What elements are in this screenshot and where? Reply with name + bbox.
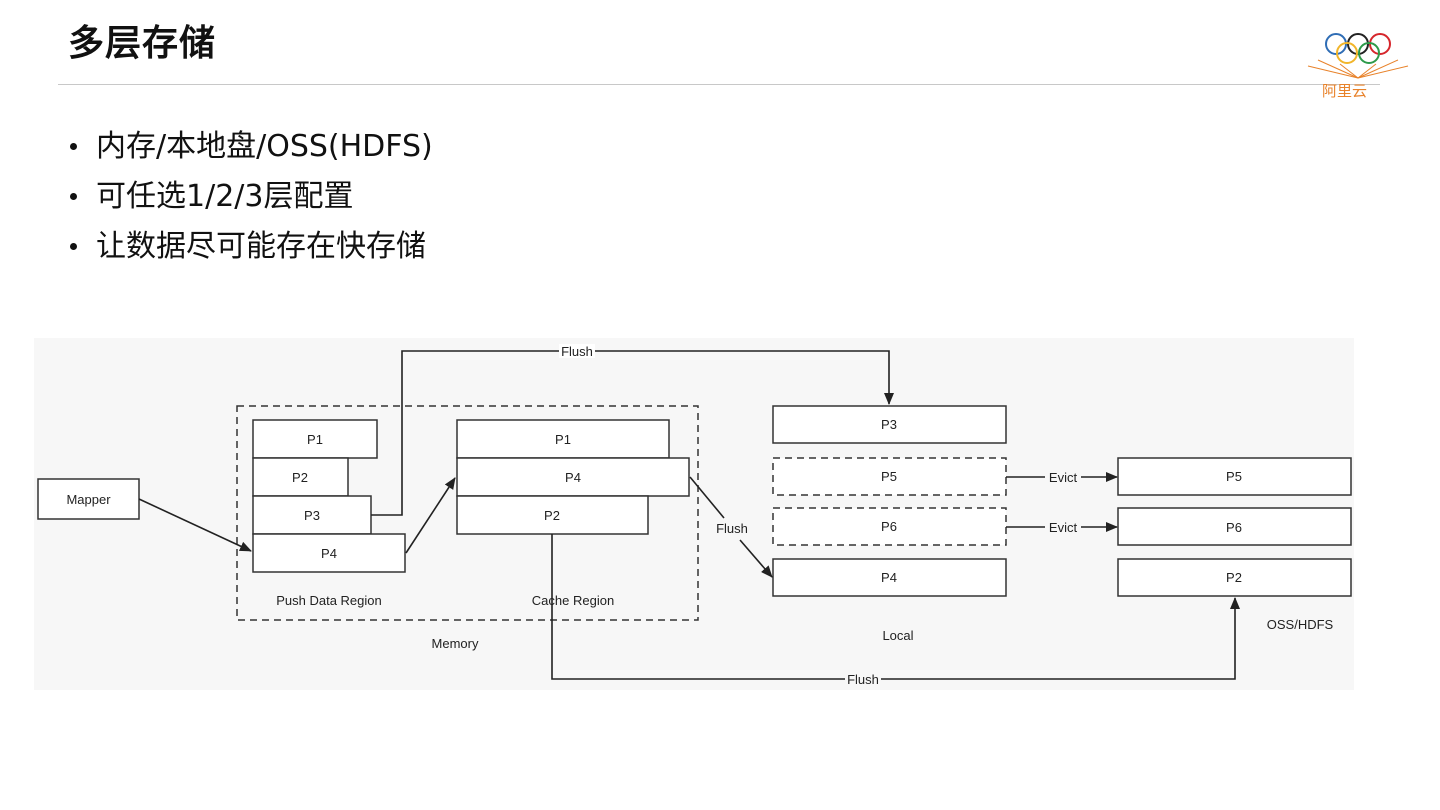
flush-mid-label: Flush — [716, 521, 748, 536]
olympic-rings-icon — [1325, 33, 1391, 64]
oss-label: OSS/HDFS — [1267, 617, 1334, 632]
cache-partition-p1 — [456, 419, 670, 459]
flush-top-label: Flush — [561, 344, 593, 359]
push-region-label: Push Data Region — [276, 593, 382, 608]
alibaba-cloud-logo: 阿里云 — [1307, 33, 1409, 100]
flush-mid-line-b — [739, 539, 773, 578]
local-partition-p5 — [772, 457, 1007, 496]
flush-top-line — [371, 350, 894, 516]
mapper-box — [37, 478, 140, 520]
local-partition-p4-label: P4 — [881, 570, 897, 585]
evict-p6-label: Evict — [1049, 520, 1078, 535]
mapper-label: Mapper — [66, 492, 111, 507]
oss-partition-p6 — [1117, 507, 1352, 546]
local-partition-p6 — [772, 507, 1007, 546]
cache-partition-p2 — [456, 495, 649, 535]
mapper-to-push-arrow — [138, 498, 252, 552]
title-divider — [58, 84, 1380, 85]
oss-partition-p6-label: P6 — [1226, 520, 1242, 535]
local-partition-p5-label: P5 — [881, 469, 897, 484]
memory-label: Memory — [432, 636, 479, 651]
push-partition-p1 — [252, 419, 378, 459]
local-partition-p3 — [772, 405, 1007, 444]
cache-partition-p4-label: P4 — [565, 470, 581, 485]
cache-partition-p4 — [456, 457, 690, 497]
sunburst-icon — [1307, 59, 1409, 79]
push-partition-p2-label: P2 — [292, 470, 308, 485]
bullet-item: 让数据尽可能存在快存储 — [68, 222, 433, 272]
push-partition-p4-label: P4 — [321, 546, 337, 561]
local-partition-p4 — [772, 558, 1007, 597]
push-partition-p3 — [252, 495, 372, 535]
cache-partition-p1-label: P1 — [555, 432, 571, 447]
oss-partition-p5-label: P5 — [1226, 469, 1242, 484]
flush-bottom-label-bg — [845, 672, 881, 686]
push-partition-p4 — [252, 533, 406, 573]
local-label: Local — [882, 628, 913, 643]
oss-partition-p5 — [1117, 457, 1352, 496]
cache-partition-p2-label: P2 — [544, 508, 560, 523]
logo-text: 阿里云 — [1322, 83, 1367, 100]
flush-bottom-label: Flush — [847, 672, 879, 687]
bullet-item: 内存/本地盘/OSS(HDFS) — [68, 122, 433, 172]
flush-bottom-line — [551, 534, 1240, 680]
memory-region — [236, 405, 699, 621]
oss-partition-p2 — [1117, 558, 1352, 597]
flush-top-label-bg — [559, 344, 595, 358]
bullet-list: 内存/本地盘/OSS(HDFS) 可任选1/2/3层配置 让数据尽可能存在快存储 — [68, 122, 433, 272]
push-to-cache-arrow — [405, 477, 456, 554]
evict-p5-label: Evict — [1049, 470, 1078, 485]
cache-region-label: Cache Region — [532, 593, 614, 608]
push-partition-p3-label: P3 — [304, 508, 320, 523]
evict-p5-label-bg — [1045, 470, 1081, 484]
push-partition-p1-label: P1 — [307, 432, 323, 447]
oss-partition-p2-label: P2 — [1226, 570, 1242, 585]
local-partition-p3-label: P3 — [881, 417, 897, 432]
flush-mid-line-a — [689, 476, 725, 519]
bullet-item: 可任选1/2/3层配置 — [68, 172, 433, 222]
local-partition-p6-label: P6 — [881, 519, 897, 534]
evict-p6-label-bg — [1045, 520, 1081, 534]
page-title: 多层存储 — [68, 23, 217, 64]
